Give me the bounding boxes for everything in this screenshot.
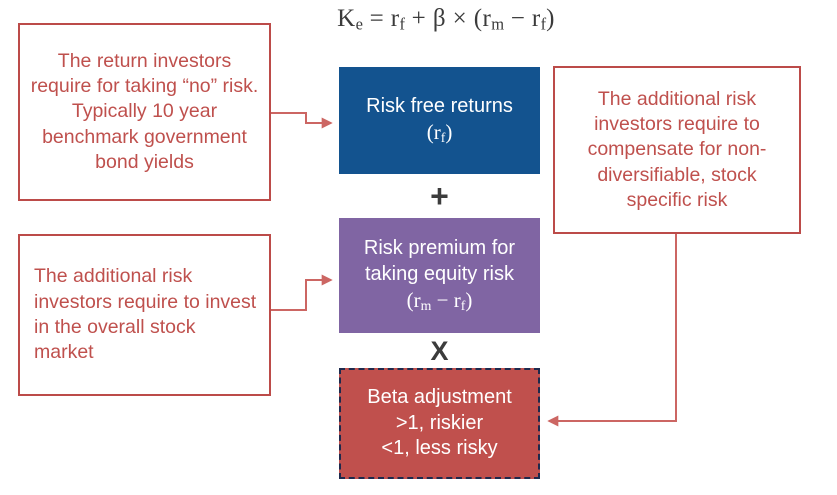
box-beta-label-line2: >1, riskier — [395, 411, 484, 434]
risk-free-var-subscript: f — [440, 130, 446, 146]
callout-beta-text: The additional risk investors require to… — [587, 87, 767, 212]
premium-minus: − — [431, 288, 454, 313]
premium-paren-close: ) — [465, 288, 473, 313]
risk-free-var: r — [433, 120, 441, 145]
formula-rf-first-subscript: f — [399, 14, 406, 34]
formula-rm-subscript: m — [491, 14, 505, 34]
connector-market-note-to-box — [271, 274, 333, 311]
box-risk-free-symbol: (rf) — [366, 119, 513, 147]
formula-minus: − — [504, 5, 532, 32]
formula-rf-second-subscript: f — [540, 14, 547, 34]
box-risk-premium-symbol: (rm − rf) — [364, 287, 515, 315]
formula-rf-first: r — [390, 5, 400, 32]
operator-plus: + — [430, 178, 449, 214]
formula-ke-subscript: e — [355, 14, 363, 34]
callout-risk-free-text: The return investors require for taking … — [30, 49, 259, 174]
callout-beta-note: The additional risk investors require to… — [553, 66, 801, 234]
box-beta-adjustment: Beta adjustment >1, riskier <1, less ris… — [339, 368, 540, 479]
formula-rf-second: r — [531, 5, 541, 32]
premium-var-rm: r — [413, 288, 421, 313]
box-risk-premium-label-line2: taking equity risk — [365, 262, 514, 285]
callout-risk-free-note: The return investors require for taking … — [18, 23, 271, 201]
formula-ke: K — [337, 5, 356, 32]
cost-of-equity-formula: Ke = rf + β × (rm − rf) — [281, 5, 611, 35]
box-beta-label-line3: <1, less risky — [381, 437, 498, 460]
callout-market-premium-note: The additional risk investors require to… — [18, 234, 271, 396]
connector-riskfree-note-to-box — [271, 112, 333, 129]
connector-beta-note-to-box — [547, 234, 677, 427]
risk-free-paren-open: ( — [426, 120, 434, 145]
box-risk-free-returns: Risk free returns (rf) — [339, 67, 540, 174]
premium-var-rf-subscript: f — [460, 298, 466, 314]
box-risk-free-label: Risk free returns — [366, 94, 513, 117]
formula-rm: r — [482, 5, 492, 32]
formula-close-paren: ) — [546, 5, 555, 32]
callout-market-premium-text: The additional risk investors require to… — [34, 265, 257, 364]
box-risk-premium: Risk premium for taking equity risk (rm … — [339, 218, 540, 333]
operator-multiply: X — [430, 336, 449, 366]
premium-paren-open: ( — [406, 288, 414, 313]
box-beta-label-line1: Beta adjustment — [367, 386, 512, 409]
formula-times: × ( — [445, 5, 483, 32]
box-risk-premium-label-line1: Risk premium for — [363, 237, 516, 260]
formula-plus: + — [405, 5, 433, 32]
formula-beta: β — [432, 5, 446, 32]
risk-free-paren-close: ) — [445, 120, 453, 145]
premium-var-rf: r — [453, 288, 461, 313]
premium-var-rm-subscript: m — [420, 298, 432, 314]
formula-equals: = — [362, 5, 391, 32]
